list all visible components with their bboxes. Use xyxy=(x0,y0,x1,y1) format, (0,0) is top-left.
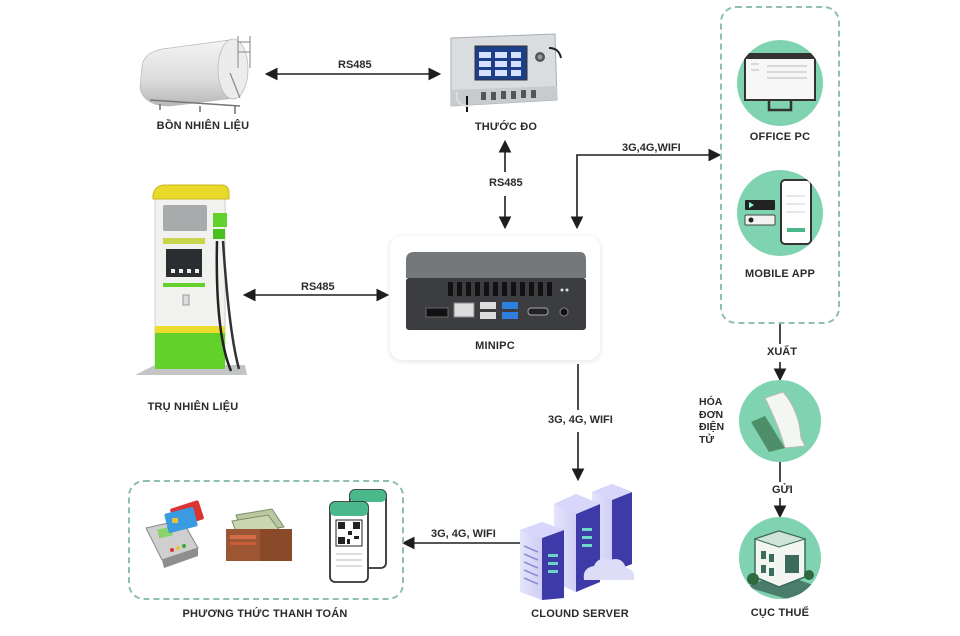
payment-methods-group xyxy=(128,480,404,600)
mobile-app-node[interactable] xyxy=(737,170,823,256)
fuel-tank-node[interactable] xyxy=(130,28,270,118)
tank-gauge-controller-icon xyxy=(450,33,562,112)
e-invoice-node[interactable] xyxy=(739,380,821,462)
e-invoice-label-line: HÓA xyxy=(699,396,723,408)
payment-methods-label: PHƯƠNG THỨC THANH TOÁN xyxy=(182,608,348,620)
mini-pc-icon xyxy=(406,252,586,330)
tax-office-label: CỤC THUẾ xyxy=(750,607,810,619)
edge-label-office-invoice: XUẤT xyxy=(765,346,799,358)
e-invoice-label-line: ĐƠN xyxy=(699,408,724,421)
fuel-dispenser-icon xyxy=(135,184,247,375)
tank-gauge-label: THƯỚC ĐO xyxy=(474,121,538,133)
tax-office-node[interactable] xyxy=(739,517,821,599)
payment-card-terminal[interactable] xyxy=(142,498,212,570)
monitor-icon xyxy=(744,53,816,112)
qr-code-phone-icon xyxy=(329,489,387,583)
fuel-tank-label: BỒN NHIÊN LIỆU xyxy=(156,120,250,132)
edge-label-invoice-tax: GỬI xyxy=(770,484,795,496)
cash-wallet-icon xyxy=(226,508,292,561)
e-invoice-label-line: ĐIỆN xyxy=(699,421,725,433)
office-pc-label: OFFICE PC xyxy=(749,131,811,143)
edge-minipc-office xyxy=(570,148,722,230)
smartphone-app-icon xyxy=(744,179,812,245)
edge-label-gauge-minipc: RS485 xyxy=(487,177,525,189)
cloud-server-icon xyxy=(520,484,635,600)
edge-label-minipc-office: 3G,4G,WIFI xyxy=(620,142,683,154)
edge-label-pump-minipc: RS485 xyxy=(299,281,337,293)
e-invoice-label: HÓA ĐƠN ĐIỆN TỬ xyxy=(699,396,739,446)
fuel-pump-node[interactable] xyxy=(135,183,250,383)
tank-gauge-node[interactable] xyxy=(445,30,567,115)
e-invoice-label-line: TỬ xyxy=(699,433,715,446)
edge-label-cloud-payment: 3G, 4G, WIFI xyxy=(429,528,498,540)
fuel-tank-icon xyxy=(139,36,251,114)
edge-label-minipc-cloud: 3G, 4G, WIFI xyxy=(546,414,615,426)
card-payment-terminal-icon xyxy=(145,500,204,568)
mobile-app-label: MOBILE APP xyxy=(744,268,816,280)
client-devices-group xyxy=(720,6,840,324)
office-pc-node[interactable] xyxy=(737,40,823,126)
edge-label-tank-gauge: RS485 xyxy=(336,59,374,71)
cloud-server-label: CLOUND SERVER xyxy=(531,608,629,620)
payment-cash-wallet[interactable] xyxy=(222,505,298,565)
fuel-pump-label: TRỤ NHIÊN LIỆU xyxy=(147,401,239,413)
payment-qr-mobile[interactable] xyxy=(326,488,390,584)
cloud-server-node[interactable] xyxy=(512,482,648,600)
invoice-paper-icon xyxy=(751,391,806,452)
minipc-label: MINIPC xyxy=(475,340,515,352)
tax-office-building-icon xyxy=(747,530,819,599)
minipc-node[interactable]: MINIPC xyxy=(390,236,600,360)
